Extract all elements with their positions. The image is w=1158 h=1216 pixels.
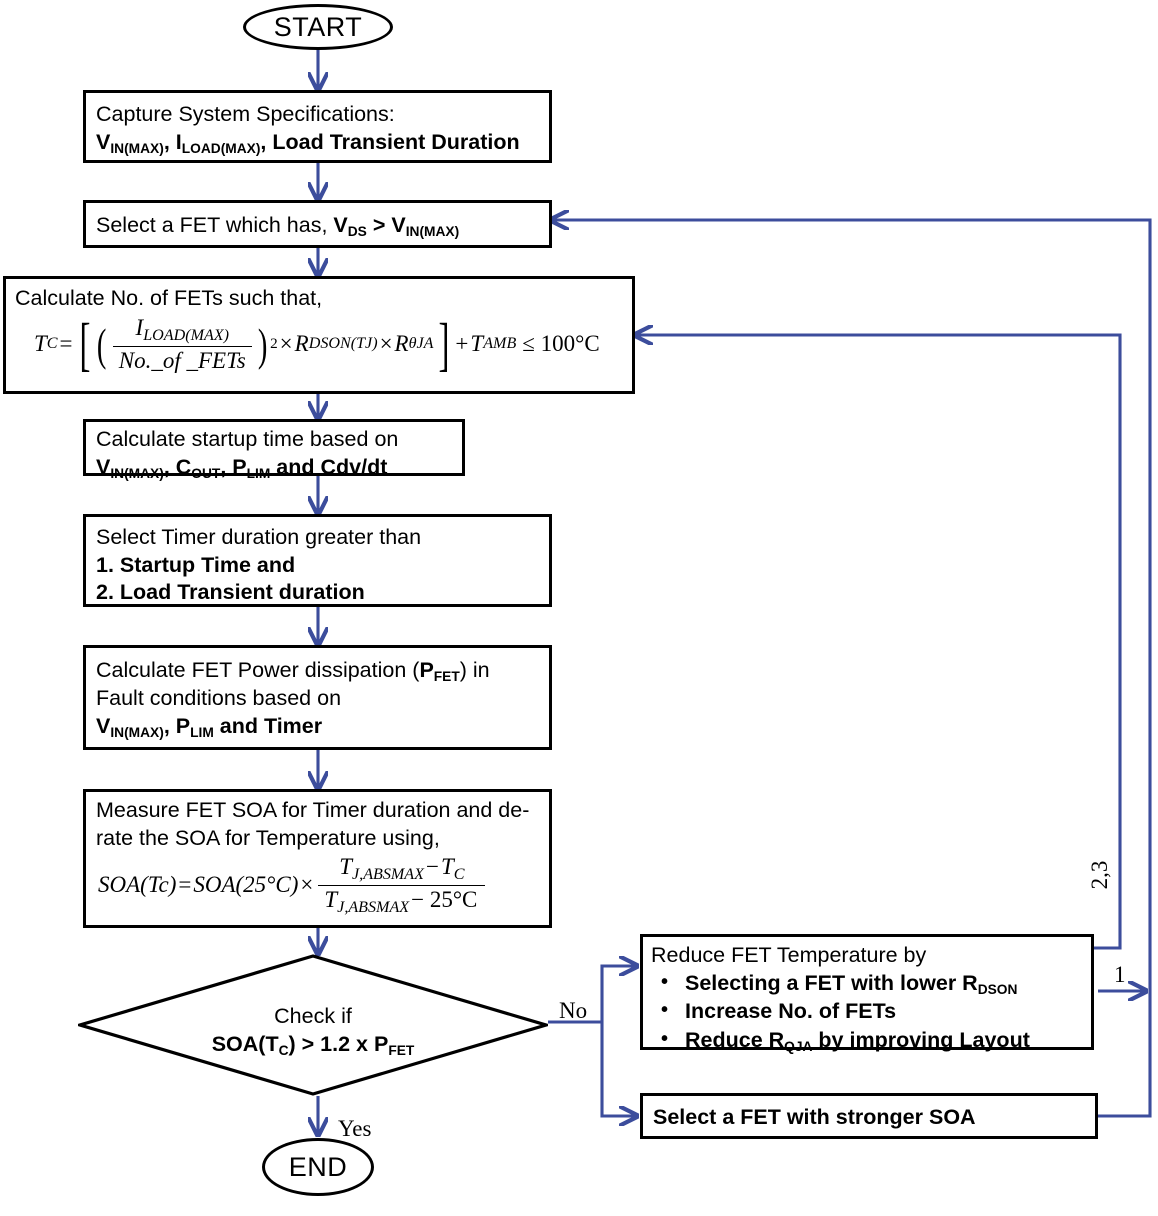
start-label: START xyxy=(273,11,363,42)
end-label: END xyxy=(288,1151,348,1182)
measure-soa-line1: Measure FET SOA for Timer duration and d… xyxy=(96,798,530,822)
decision-diamond: Check if SOA(TC) > 1.2 x PFET xyxy=(78,954,548,1096)
calc-startup-line2: VIN(MAX), COUT, PLIM and Cdv/dt xyxy=(96,454,388,481)
capture-specs-box: Capture System Specifications: VIN(MAX),… xyxy=(83,90,552,163)
edge-label-1: 1 xyxy=(1114,962,1126,987)
select-timer-box: Select Timer duration greater than 1. St… xyxy=(83,514,552,607)
stronger-soa-box: Select a FET with stronger SOA xyxy=(640,1093,1098,1139)
decision-line1: Check if xyxy=(274,1004,352,1028)
end-terminator: END xyxy=(262,1138,374,1196)
select-fet-box: Select a FET which has, VDS > VIN(MAX) xyxy=(83,200,552,248)
select-timer-line2: 1. Startup Time and xyxy=(96,552,296,577)
calc-startup-line1: Calculate startup time based on xyxy=(96,427,399,451)
edge-label-no: No xyxy=(559,998,588,1023)
list-item: Reduce RQJA by improving Layout xyxy=(661,1026,1030,1056)
calc-fets-heading: Calculate No. of FETs such that, xyxy=(15,286,323,310)
calc-startup-box: Calculate startup time based on VIN(MAX)… xyxy=(83,419,465,480)
start-terminator: START xyxy=(243,4,393,50)
decision-line2: SOA(TC) > 1.2 x PFET xyxy=(211,1031,415,1058)
list-item: Increase No. of FETs xyxy=(661,997,1030,1027)
stronger-soa-label: Select a FET with stronger SOA xyxy=(653,1105,976,1129)
measure-soa-formula: SOA(Tc) = SOA(25°C) × TJ,ABSMAX−TC TJ,AB… xyxy=(98,854,488,917)
calc-power-line2: Fault conditions based on xyxy=(96,686,342,711)
calc-power-box: Calculate FET Power dissipation (PFET) i… xyxy=(83,645,552,750)
measure-soa-box: Measure FET SOA for Timer duration and d… xyxy=(83,789,552,928)
edge-label-2-3: 2,3 xyxy=(1087,860,1112,890)
calc-power-line1: Calculate FET Power dissipation (PFET) i… xyxy=(96,658,490,684)
calc-power-line3: VIN(MAX), PLIM and Timer xyxy=(96,713,323,740)
capture-specs-line2: VIN(MAX), ILOAD(MAX), Load Transient Dur… xyxy=(96,129,520,156)
measure-soa-line2: rate the SOA for Temperature using, xyxy=(96,825,440,850)
reduce-temp-heading: Reduce FET Temperature by xyxy=(651,943,927,967)
select-fet-text: Select a FET which has, VDS > VIN(MAX) xyxy=(96,213,460,239)
capture-specs-line1: Capture System Specifications: xyxy=(96,102,395,126)
select-timer-line3: 2. Load Transient duration xyxy=(96,580,365,605)
reduce-temp-bullet-list: Selecting a FET with lower RDSON Increas… xyxy=(651,969,1030,1056)
list-item: Selecting a FET with lower RDSON xyxy=(661,969,1030,999)
reduce-temp-box: Reduce FET Temperature by Selecting a FE… xyxy=(640,934,1094,1054)
edge-label-yes: Yes xyxy=(338,1116,372,1141)
select-timer-line1: Select Timer duration greater than xyxy=(96,525,422,549)
